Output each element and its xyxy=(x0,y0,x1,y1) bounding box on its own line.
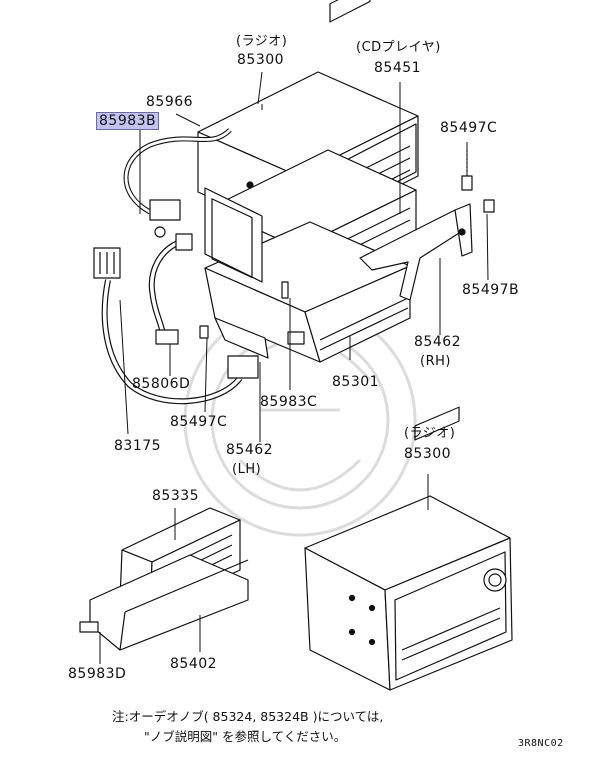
label-85451[interactable]: 85451 xyxy=(374,60,422,76)
radio-unit-lower xyxy=(304,406,513,691)
cd-changer-box xyxy=(204,221,411,363)
label-cd-player-sub: (CDプレイヤ) xyxy=(356,40,441,55)
label-lh-sub: (LH) xyxy=(232,462,262,477)
diagram-code: 3R8NC02 xyxy=(518,738,564,749)
bracket-rh xyxy=(359,203,473,301)
bracket-85402 xyxy=(79,554,249,651)
label-85497c-left[interactable]: 85497C xyxy=(170,414,228,430)
label-85300-top[interactable]: 85300 xyxy=(237,52,285,68)
label-rh-sub: (RH) xyxy=(420,354,451,369)
label-85462-rh[interactable]: 85462 xyxy=(414,334,462,350)
bracket-lh xyxy=(204,187,269,359)
antenna-lead xyxy=(123,128,232,221)
label-83175[interactable]: 83175 xyxy=(114,438,162,454)
label-85335[interactable]: 85335 xyxy=(152,488,200,504)
label-85462-lh[interactable]: 85462 xyxy=(226,442,274,458)
label-85497c-right[interactable]: 85497C xyxy=(440,120,498,136)
harness-85806d xyxy=(148,233,193,345)
leader-lines xyxy=(99,71,489,664)
label-85983c[interactable]: 85983C xyxy=(260,394,318,410)
label-85983b[interactable]: 85983B xyxy=(96,112,160,130)
label-radio-bottom-sub: (ラジオ) xyxy=(404,426,456,441)
footnote-line-1: 注:オーデオノブ( 85324, 85324B )については, xyxy=(112,709,384,724)
label-85300-bottom[interactable]: 85300 xyxy=(404,446,452,462)
label-85983d[interactable]: 85983D xyxy=(68,666,127,682)
label-85301[interactable]: 85301 xyxy=(332,374,380,390)
label-85497b[interactable]: 85497B xyxy=(462,282,520,298)
label-85402[interactable]: 85402 xyxy=(170,656,218,672)
harness-83175 xyxy=(93,247,259,405)
label-85806d[interactable]: 85806D xyxy=(132,376,191,392)
label-radio-top-sub: (ラジオ) xyxy=(236,34,288,49)
label-85966[interactable]: 85966 xyxy=(146,94,194,110)
footnote-line-2: "ノブ説明図" を参照してください。 xyxy=(144,729,347,744)
